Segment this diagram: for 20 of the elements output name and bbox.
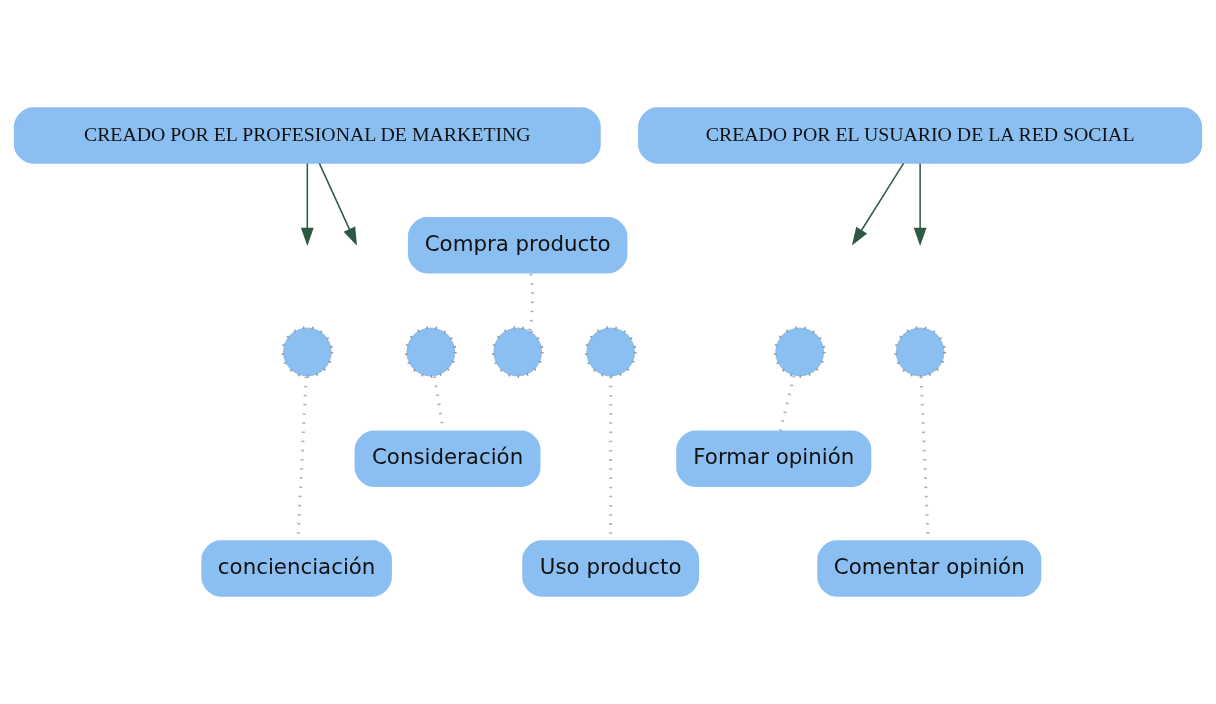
arrow (913, 162, 927, 246)
node-circle (404, 326, 457, 378)
node-box: Compra producto (407, 217, 628, 274)
arrow (851, 162, 905, 246)
node-circle (894, 326, 947, 378)
node-box: CREADO POR EL PROFESIONAL DE MARKETING (13, 107, 601, 164)
node-box: Uso producto (522, 540, 700, 597)
node-circle (584, 326, 637, 378)
arrow (300, 162, 314, 246)
node-box: Comentar opinión (817, 540, 1042, 597)
node-box: Consideración (354, 430, 541, 487)
node-box: CREADO POR EL USUARIO DE LA RED SOCIAL (638, 107, 1203, 164)
arrow (318, 162, 357, 246)
node-circle (281, 326, 334, 378)
node-box: concienciación (201, 540, 392, 597)
node-box: Formar opinión (676, 430, 872, 487)
connector (528, 272, 535, 331)
node-circle (773, 326, 826, 378)
node-circle (491, 326, 544, 378)
connector (778, 375, 796, 432)
